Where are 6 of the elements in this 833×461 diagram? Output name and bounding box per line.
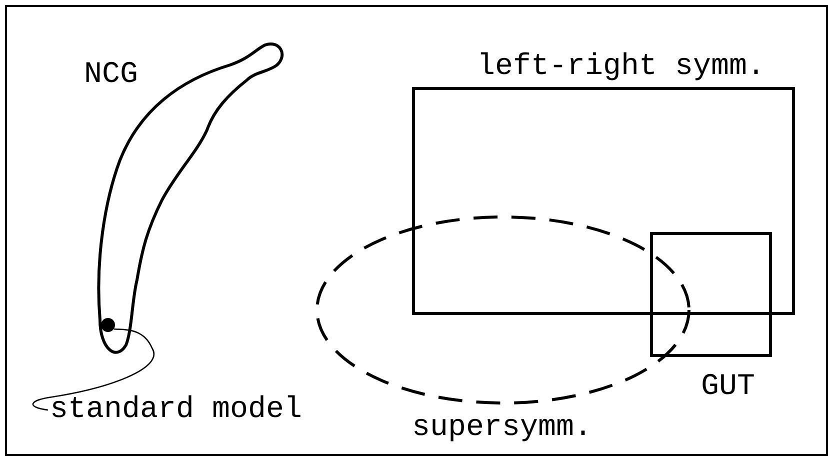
leader-label: standard model [50, 395, 302, 425]
region-label: left-right symm. [477, 52, 766, 82]
region-label: supersymm. [412, 413, 592, 443]
region-label: GUT [701, 372, 756, 402]
leader-line [32, 328, 154, 411]
region-label: NCG [84, 60, 138, 90]
